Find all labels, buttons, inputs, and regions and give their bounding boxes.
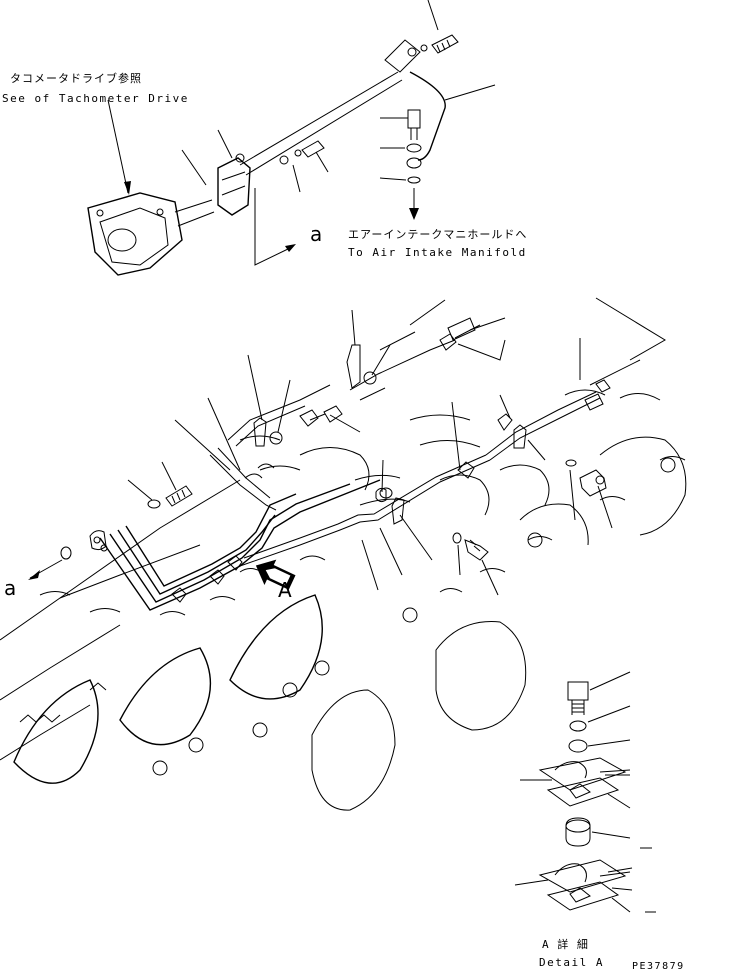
ref-a-upper: a — [310, 222, 323, 246]
leader-lines-upper — [182, 0, 495, 192]
leader-tacho-head — [124, 181, 131, 195]
leader-lines-detail — [588, 672, 656, 912]
ref-arrow-A: A — [278, 578, 292, 602]
detail-a-drawing — [515, 682, 630, 910]
tube-fitting-upper — [218, 154, 250, 215]
tachometer-label-jp: タコメータドライブ参照 — [10, 72, 142, 85]
leader-a-upper — [255, 188, 290, 265]
tube-clamps — [90, 318, 610, 602]
tube-to-intake — [410, 72, 445, 160]
tachometer-drive-housing — [88, 193, 214, 275]
detail-a-title-jp: A 詳 細 — [542, 938, 589, 951]
leader-lines-lower — [128, 300, 612, 595]
tube-bundle — [100, 325, 600, 610]
detail-a-title-en: Detail A — [539, 956, 604, 969]
bracket-upper — [385, 40, 420, 72]
leader-a-upper-head — [285, 244, 296, 252]
tube-upper-diagonal — [240, 72, 402, 175]
leader-tacho — [108, 100, 128, 193]
arrow-to-intake-head — [409, 208, 419, 220]
bolts-lower — [61, 460, 606, 560]
arrow-A — [255, 559, 296, 590]
ref-a-lower: a — [4, 576, 17, 600]
tachometer-label-en: See of Tachometer Drive — [2, 92, 189, 105]
bolt-washer-stack-upper — [407, 110, 421, 183]
engine-block — [0, 298, 686, 810]
intake-label-jp: エアーインテークマニホールドへ — [348, 228, 528, 241]
drawing-number: PE37879 — [632, 961, 685, 972]
leader-a-lower-head — [28, 570, 40, 580]
bolt-upper-right — [408, 35, 458, 56]
bolt-upper-middle — [280, 141, 324, 164]
intake-label-en: To Air Intake Manifold — [348, 246, 527, 259]
